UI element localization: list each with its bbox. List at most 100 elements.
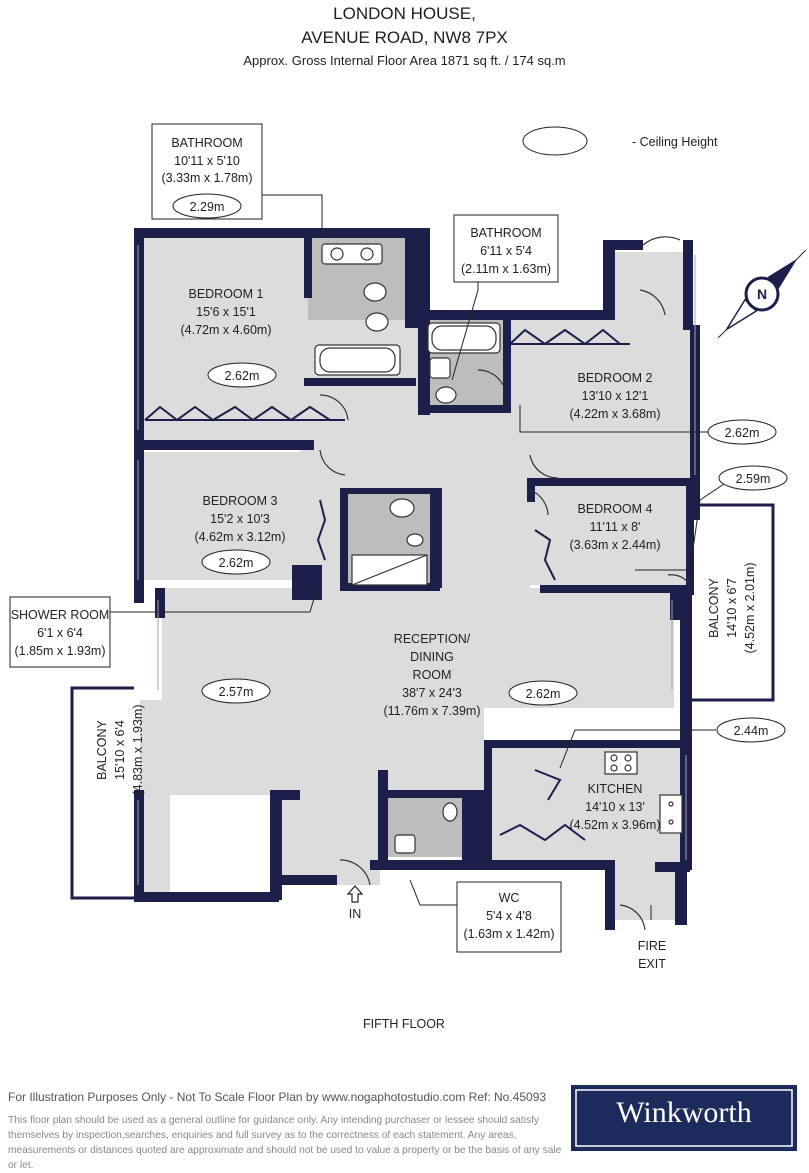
wall bbox=[527, 482, 535, 502]
callout-kitchen-ceiling bbox=[559, 729, 716, 769]
shower-tray-line bbox=[351, 554, 428, 586]
basin-wc bbox=[394, 834, 416, 854]
footer-disclaimer: This floor plan should be used as a gene… bbox=[8, 1115, 562, 1171]
basin bbox=[360, 247, 374, 261]
toilet-bathroom2 bbox=[435, 386, 457, 404]
bedroom3-ceiling: 2.62m bbox=[219, 556, 254, 570]
balcony-left-floor bbox=[72, 688, 132, 898]
bathroom2-dims: 6'11 x 5'4 bbox=[480, 244, 532, 258]
bathroom2-metric: (2.11m x 1.63m) bbox=[461, 262, 551, 276]
basin bbox=[330, 247, 344, 261]
callout-wc bbox=[409, 879, 460, 906]
callout-shower bbox=[110, 584, 319, 613]
toilet-wc bbox=[442, 802, 458, 822]
balcony-left-labels: BALCONY 15'10 x 6'4 (4.83m x 1.93m) bbox=[95, 704, 145, 795]
property-title-line1: LONDON HOUSE, bbox=[333, 4, 476, 23]
door-bedroom4-balcony bbox=[667, 574, 691, 586]
door-bathroom2 bbox=[477, 369, 504, 386]
walls bbox=[134, 228, 700, 930]
wall bbox=[304, 238, 312, 298]
bedroom3-dims: 15'2 x 10'3 bbox=[210, 512, 270, 526]
callout-bedroom2-ceiling bbox=[519, 405, 710, 433]
wc-name: WC bbox=[499, 891, 520, 905]
balcony-left-name: BALCONY bbox=[95, 719, 109, 779]
compass-icon: N bbox=[717, 249, 807, 339]
wall bbox=[134, 440, 314, 450]
bedroom4-ceiling: 2.59m bbox=[736, 472, 771, 486]
basin-bathroom2 bbox=[429, 357, 451, 379]
wall bbox=[683, 240, 693, 330]
entrance-label: IN bbox=[349, 907, 362, 921]
reception-metric: (11.76m x 7.39m) bbox=[383, 704, 480, 718]
fire-exit-line2: EXIT bbox=[638, 957, 666, 971]
wall bbox=[155, 588, 165, 618]
callout-lines bbox=[110, 194, 734, 920]
brand-name: Winkworth bbox=[616, 1096, 752, 1129]
ceiling-ellipse bbox=[201, 549, 271, 575]
wall bbox=[484, 740, 684, 748]
basin-shower bbox=[406, 533, 424, 547]
hob bbox=[604, 751, 638, 775]
reception-name-3: ROOM bbox=[413, 668, 452, 682]
reception-name-1: RECEPTION/ bbox=[394, 632, 471, 646]
reception-ceiling-left: 2.57m bbox=[219, 685, 254, 699]
balcony-right-name: BALCONY bbox=[707, 577, 721, 637]
kitchen-ceiling: 2.44m bbox=[734, 724, 769, 738]
wardrobe-bedroom3 bbox=[316, 499, 327, 561]
wall bbox=[292, 565, 322, 600]
ceiling-ellipse bbox=[508, 680, 578, 706]
wall bbox=[686, 485, 694, 595]
balcony-left-metric: (4.83m x 1.93m) bbox=[131, 704, 145, 795]
callout-bathroom2 bbox=[451, 280, 479, 381]
bathroom1-dims: 10'11 x 5'10 bbox=[174, 154, 240, 168]
balcony-left-outline bbox=[70, 686, 134, 900]
brand-background bbox=[571, 1085, 797, 1151]
reception-floor-left bbox=[140, 700, 170, 900]
ceiling-ellipse bbox=[707, 419, 777, 445]
wc-metric: (1.63m x 1.42m) bbox=[463, 927, 554, 941]
legend-label: - Ceiling Height bbox=[632, 135, 718, 149]
wall bbox=[300, 228, 430, 238]
bathroom1-metric: (3.33m x 1.78m) bbox=[161, 171, 252, 185]
wall bbox=[603, 240, 615, 320]
shower-metric: (1.85m x 1.93m) bbox=[14, 644, 105, 658]
bedroom3-metric: (4.62m x 3.12m) bbox=[194, 530, 285, 544]
wall bbox=[603, 240, 643, 250]
bedroom2-ceiling: 2.62m bbox=[725, 426, 760, 440]
balcony-right-dims: 14'10 x 6'7 bbox=[725, 578, 739, 638]
balconies bbox=[70, 503, 775, 900]
box-wc bbox=[456, 881, 562, 953]
wall bbox=[134, 448, 144, 603]
bedroom2-dims: 13'10 x 12'1 bbox=[582, 389, 649, 403]
hob-ring bbox=[624, 764, 632, 772]
wall bbox=[383, 790, 463, 798]
wall bbox=[605, 860, 615, 930]
bedroom4-floor bbox=[530, 485, 690, 585]
bathroom1-name: BATHROOM bbox=[171, 136, 242, 150]
wall bbox=[423, 405, 511, 413]
door-bedroom2-alcove bbox=[639, 289, 666, 316]
bedroom3-name: BEDROOM 3 bbox=[202, 494, 277, 508]
bedroom2-metric: (4.22m x 3.68m) bbox=[569, 407, 660, 421]
wall bbox=[680, 700, 692, 750]
wall bbox=[304, 378, 416, 386]
ceiling-ellipse bbox=[207, 362, 277, 388]
bedroom4-name: BEDROOM 4 bbox=[577, 502, 652, 516]
fire-exit-line1: FIRE bbox=[638, 939, 666, 953]
bedroom2-name: BEDROOM 2 bbox=[577, 371, 652, 385]
wall bbox=[282, 875, 337, 885]
doors bbox=[319, 236, 691, 931]
brand-logo: Winkworth bbox=[571, 1085, 797, 1151]
bedroom4-dims: 11'11 x 8' bbox=[590, 520, 641, 534]
sink-drain bbox=[668, 819, 674, 825]
wardrobes bbox=[144, 328, 630, 842]
door-entrance bbox=[339, 859, 371, 886]
balcony-right-floor bbox=[690, 505, 772, 700]
ceiling-ellipse bbox=[172, 193, 242, 219]
bathroom1-ceiling: 2.29m bbox=[190, 200, 225, 214]
door-bedroom1 bbox=[319, 394, 349, 421]
wall bbox=[527, 478, 692, 486]
windows bbox=[137, 245, 696, 885]
balcony-right-labels: BALCONY 14'10 x 6'7 (4.52m x 2.01m) bbox=[707, 562, 757, 653]
legend-ellipse bbox=[522, 126, 588, 156]
